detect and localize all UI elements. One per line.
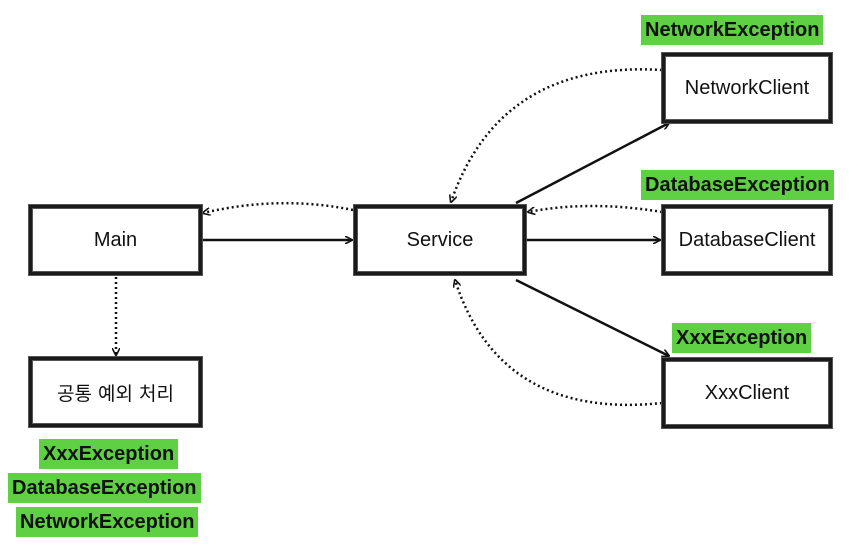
xxx-client-node: XxxClient [662,358,832,428]
exception-arrow-network-to-service [451,68,663,202]
database-client-node: DatabaseClient [662,205,832,275]
call-arrow-service-to-xxx [515,278,669,356]
exception-arrow-service-to-main [203,201,354,213]
xxx-exception-badge: XxxException [672,323,812,353]
exception-arrow-database-to-service [528,204,663,212]
handled-network-exception-badge: NetworkException [16,507,199,537]
main-node: Main [29,205,202,275]
network-client-label: NetworkClient [684,76,810,99]
service-node: Service [354,205,526,275]
database-exception-badge: DatabaseException [641,170,834,200]
exception-arrow-xxx-to-service [455,280,663,407]
network-client-node: NetworkClient [662,53,832,123]
network-exception-badge: NetworkException [641,15,824,45]
main-label: Main [93,228,138,251]
xxx-client-label: XxxClient [704,381,790,404]
handled-xxx-exception-badge: XxxException [39,439,179,469]
database-client-label: DatabaseClient [678,228,816,251]
common-handler-node: 공통 예외 처리 [29,357,202,427]
handled-database-exception-badge: DatabaseException [8,473,201,503]
service-label: Service [406,228,474,251]
call-arrow-service-to-network [515,123,669,205]
common-handler-label: 공통 예외 처리 [57,382,174,405]
